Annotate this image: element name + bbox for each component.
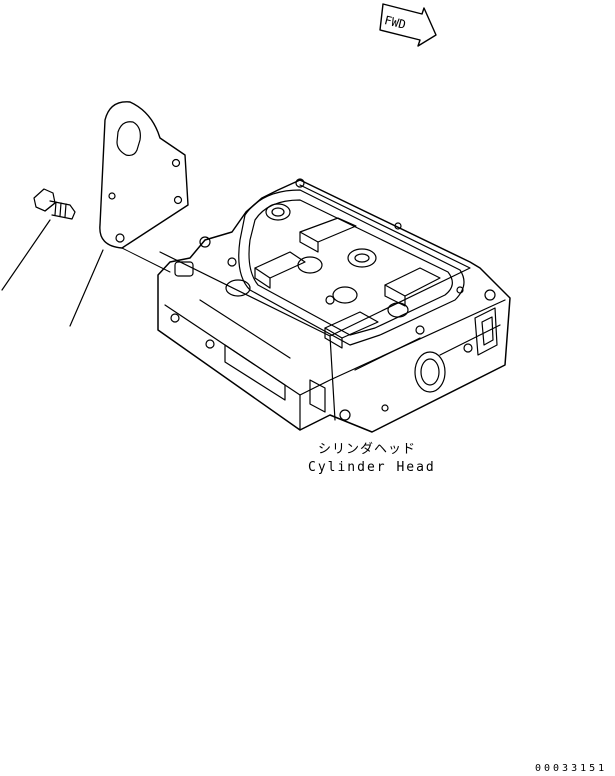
bolt-icon <box>33 188 76 220</box>
cylinder-head-drawing <box>157 178 511 433</box>
part-label-english: Cylinder Head <box>308 460 436 475</box>
fwd-arrow-icon <box>379 3 437 47</box>
part-label-japanese: シリンダヘッド <box>318 442 417 457</box>
bracket-plate <box>99 101 189 249</box>
figure-number: 00033151 <box>535 763 608 774</box>
bracket-leader-line <box>69 249 104 327</box>
bracket-mount-line <box>121 247 171 273</box>
bolt-leader-line <box>1 219 51 291</box>
